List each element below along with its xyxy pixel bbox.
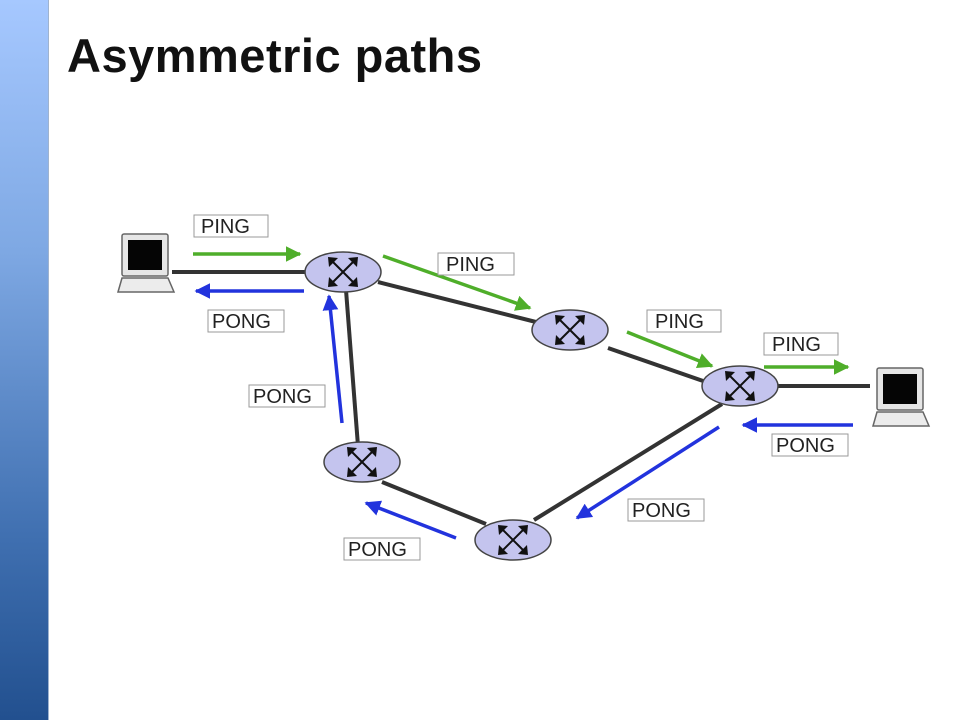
router-icon [304,251,382,293]
pong-label-text: PONG [632,500,691,522]
ping-label: PING [437,252,515,276]
ping-label-text: PING [446,254,495,276]
link-r5-r3 [532,402,724,522]
pong-label-text: PONG [348,539,407,561]
link-r2-r3 [607,346,707,384]
slide-sidebar-bar [0,0,49,720]
laptop-icon [872,367,931,427]
pong-label-text: PONG [776,435,835,457]
pong-label-text: PONG [253,386,312,408]
pong-label: PONG [771,433,849,457]
router-icon [701,365,779,407]
link-r1-r2 [377,280,537,324]
ping-arrows [193,246,850,375]
ping-label: PING [193,214,269,238]
pong-label: PONG [627,498,705,522]
link-r1-r4 [344,289,360,447]
pong-arrow [364,500,457,540]
slide-title: Asymmetric paths [67,29,483,82]
router-icon [531,309,609,351]
laptop-icon [117,233,176,293]
pong-label-text: PONG [212,311,271,333]
router-icon [474,519,552,561]
ping-arrow [382,254,532,311]
pong-arrows [194,283,853,540]
ping-arrow [626,330,714,369]
pong-label: PONG [207,309,285,333]
pong-label: PONG [343,537,421,561]
ping-label-text: PING [772,334,821,356]
ping-label-text: PING [655,311,704,333]
router-icon [323,441,401,483]
pong-label: PONG [248,384,326,408]
ping-label: PING [646,309,722,333]
link-r4-r5 [381,480,487,526]
ping-label: PING [763,332,839,356]
pong-arrow [575,425,720,520]
network-links [172,270,870,526]
ping-label-text: PING [201,216,250,238]
pong-arrow [322,294,344,424]
